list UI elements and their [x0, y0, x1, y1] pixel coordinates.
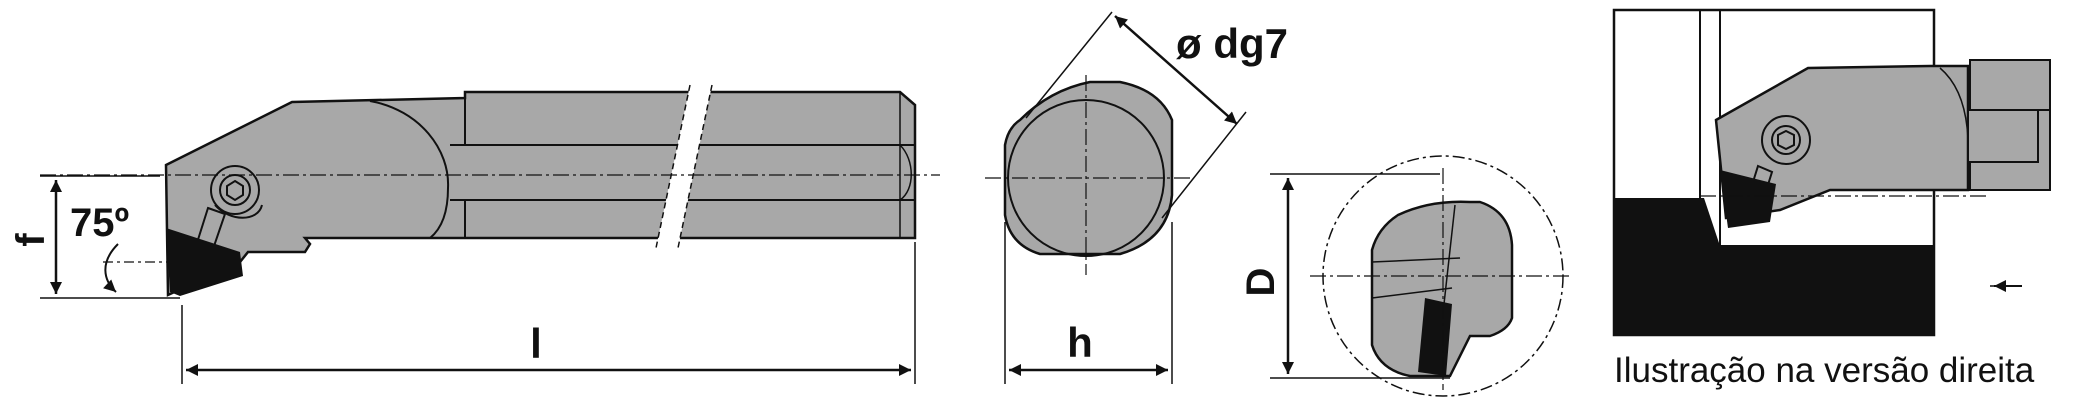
- label-D: D: [1239, 268, 1283, 297]
- label-l: l: [530, 320, 542, 367]
- label-angle: 75º: [70, 201, 129, 245]
- tool-shank: [164, 90, 917, 297]
- break-gap: [656, 85, 712, 248]
- side-view: [40, 84, 940, 297]
- workpiece-section: [1614, 198, 1934, 335]
- label-dg7: ø dg7: [1176, 20, 1288, 67]
- illustration-panel: [1612, 8, 2051, 337]
- caption: Ilustração na versão direita: [1614, 351, 2035, 390]
- illustration-insert: [1720, 170, 1776, 228]
- end-view: [985, 75, 1190, 275]
- shank-cross-section: [1003, 80, 1174, 256]
- label-h: h: [1067, 319, 1093, 366]
- dimension-D: [1270, 173, 1450, 379]
- bore-view: [1310, 155, 1570, 397]
- angle-arc: [103, 243, 119, 293]
- dimension-f: [40, 175, 180, 299]
- cutting-insert: [166, 228, 243, 296]
- dimension-l: [181, 242, 916, 384]
- dimension-dg7: [1025, 11, 1247, 219]
- dimension-h: [1004, 222, 1173, 384]
- label-f: f: [9, 233, 53, 247]
